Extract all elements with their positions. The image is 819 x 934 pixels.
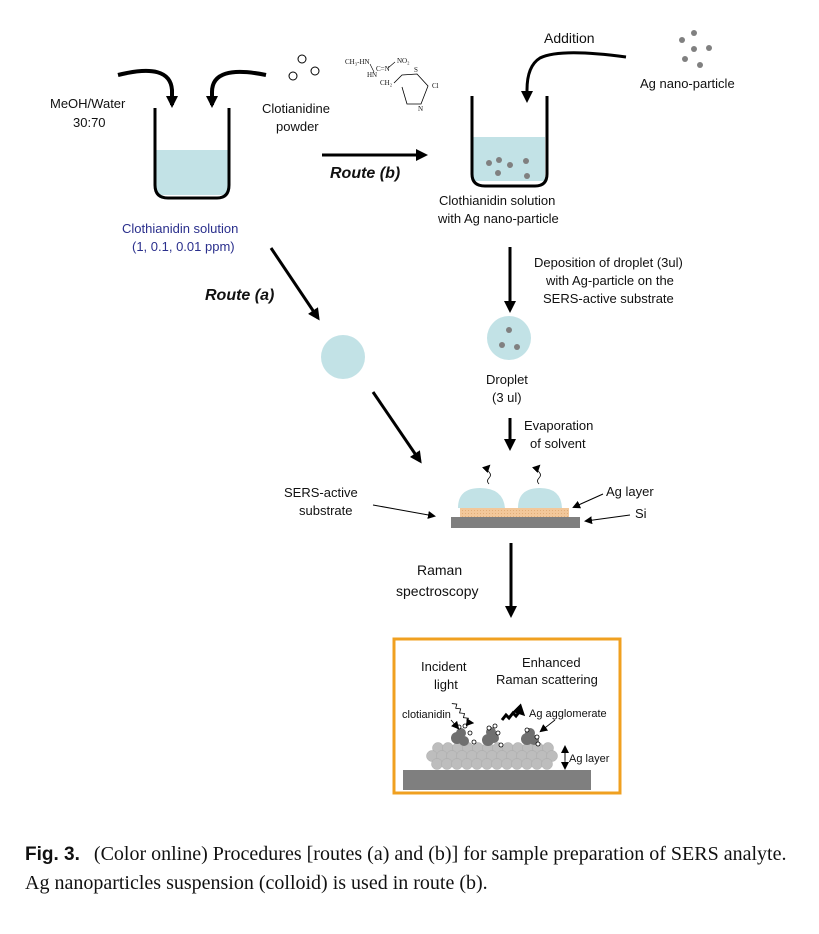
route-a-arrow-1 [269,247,320,321]
solution-label-2: (1, 0.1, 0.01 ppm) [132,239,235,254]
sers-substrate [451,464,580,528]
svg-text:C=N: C=N [376,65,390,73]
incident-light-icon [451,703,475,727]
addition-arrow [521,51,627,103]
sers-mechanism-inset [392,637,622,795]
clothianidin-structure-icon: CH₃-HN C=N NO₂ HN CH₂ S Cl N [345,57,439,113]
powder-label-1: Clotianidine [262,101,330,116]
ag-sphere [461,758,473,770]
figure-number: Fig. 3. [25,844,80,865]
sers-pointer [372,504,436,519]
ag-sphere [511,758,523,770]
evaporation-label-2: of solvent [530,436,586,451]
incident-label-1: Incident [421,659,467,674]
svg-text:NO₂: NO₂ [397,57,410,65]
enhanced-scattering-icon [500,703,526,721]
beaker-right [470,96,549,188]
solvent-label-1: MeOH/Water [50,96,126,111]
si-pointer [584,514,631,525]
solvent-arrow [117,68,178,108]
inset-si-layer [403,770,591,790]
route-a-arrow-2 [371,391,422,464]
caption-text: (Color online) Procedures [routes (a) an… [25,843,787,894]
sers-label-2: substrate [299,503,352,518]
inset-ag-layer-label: Ag layer [569,753,610,765]
powder-label-2: powder [276,119,319,134]
ag-agglomerate-1 [451,723,477,746]
ag-layer-pointer [572,493,604,509]
figure-caption: Fig. 3.(Color online) Procedures [routes… [25,840,805,898]
ag-agglomerate-3 [521,727,541,747]
ag-layer-label: Ag layer [606,484,654,499]
clotianidin-label: clotianidin [402,709,451,721]
deposition-label-1: Deposition of droplet (3ul) [534,255,683,270]
solution-fill [156,150,228,195]
enhanced-label-2: Raman scattering [496,672,598,687]
ag-layer [460,508,569,517]
solution-ag-label-2: with Ag nano-particle [437,211,559,226]
beaker-left [153,108,231,200]
svg-text:CH₂: CH₂ [380,79,393,87]
ag-particles-icon [679,30,712,68]
ag-sphere [471,758,483,770]
solution-ag-label-1: Clothianidin solution [439,193,555,208]
ag-sphere [521,758,533,770]
svg-text:S: S [414,66,418,74]
ag-sphere [531,758,543,770]
solution-ag-fill [473,137,545,181]
si-layer [451,517,580,528]
evaporation-label-1: Evaporation [524,418,593,433]
route-a-label: Route (a) [205,287,274,304]
raman-label-2: spectroscopy [396,583,478,599]
svg-text:CH₃-HN: CH₃-HN [345,58,370,66]
deposition-label-3: SERS-active substrate [543,291,674,306]
ag-sphere [431,758,443,770]
ag-sphere [441,758,453,770]
svg-text:N: N [418,105,423,113]
procedure-diagram: MeOH/Water 30:70 Clotianidine powder CH₃… [50,30,735,795]
deposition-label-2: with Ag-particle on the [545,273,674,288]
droplet-label-1: Droplet [486,372,528,387]
enhanced-label-1: Enhanced [522,655,581,670]
ag-agglomerate-2 [482,723,504,748]
incident-label-2: light [434,677,458,692]
ag-sphere [491,758,503,770]
ag-sphere [501,758,513,770]
powder-arrow [206,70,267,108]
svg-text:HN: HN [367,71,377,79]
droplet-route-b [487,316,531,360]
droplet-label-2: (3 ul) [492,390,522,405]
solution-label-1: Clothianidin solution [122,221,238,236]
si-label: Si [635,506,647,521]
powder-icon [288,54,320,81]
ag-sphere [451,758,463,770]
svg-text:Cl: Cl [432,82,439,90]
sers-label-1: SERS-active [284,485,358,500]
ag-sphere [541,758,553,770]
ag-particle-label: Ag nano-particle [640,76,735,91]
inset-ag-layer [426,742,558,770]
agglomerate-label: Ag agglomerate [529,708,607,720]
addition-label: Addition [544,30,595,46]
raman-label-1: Raman [417,562,462,578]
droplet-route-a [321,335,365,379]
route-b-label: Route (b) [330,165,400,182]
solvent-label-2: 30:70 [73,115,106,130]
ag-sphere [481,758,493,770]
